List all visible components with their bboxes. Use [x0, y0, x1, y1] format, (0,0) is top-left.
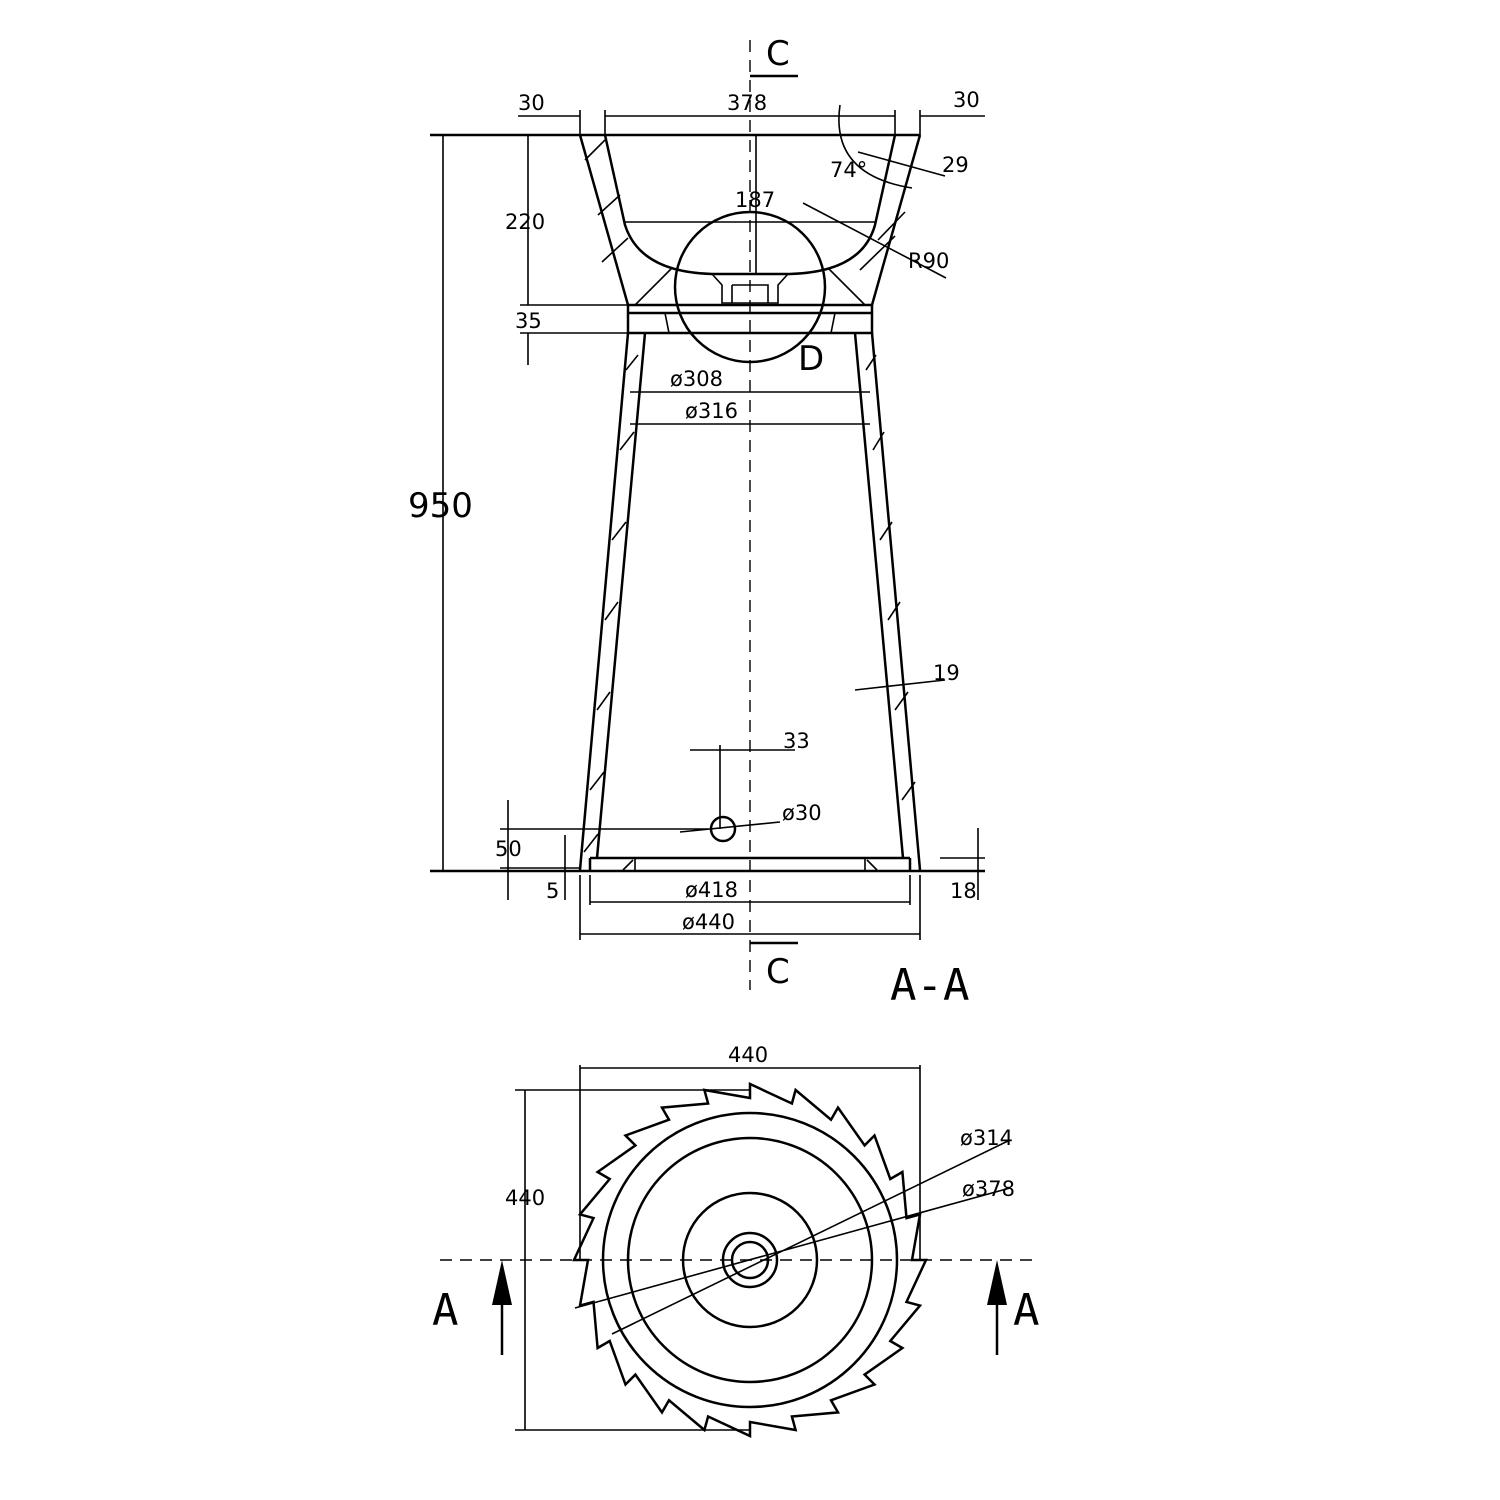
section-arrow-right [987, 1260, 1007, 1355]
dimension-lines [442, 104, 985, 940]
hatch-line [583, 833, 599, 853]
hatch-line [865, 354, 877, 371]
dim-top-width: 378 [727, 91, 767, 115]
hatch-line [901, 781, 916, 801]
dim-d308: ø308 [670, 367, 723, 391]
dim-hole-height: 50 [495, 837, 522, 861]
hatch-line [634, 267, 673, 306]
hatch-line [597, 194, 621, 216]
section-mark-bottom: C [766, 952, 790, 992]
hatch-line [859, 235, 896, 271]
drain-inner [730, 1240, 770, 1280]
drain-outer [721, 1231, 779, 1289]
dim-d440: ø440 [682, 910, 735, 934]
section-mark-top: C [766, 34, 790, 74]
dim-d316: ø316 [685, 399, 738, 423]
hatching [583, 139, 916, 853]
dim-angle: 74° [830, 158, 867, 182]
dim-radius: R90 [908, 249, 949, 273]
basin-circle [681, 1191, 819, 1329]
detail-label: D [798, 339, 824, 379]
hatch-line [596, 691, 611, 711]
hatch-line [604, 601, 619, 621]
section-arrow-left [492, 1260, 512, 1355]
dim-inner-depth: 187 [735, 188, 775, 212]
dim-hole-offset: 33 [783, 729, 810, 753]
dim-plan-width: 440 [728, 1043, 768, 1067]
dim-base-step: 5 [546, 879, 559, 903]
hatch-line [625, 354, 639, 371]
column-outline [578, 332, 922, 871]
rim-circle-378 [601, 1111, 899, 1409]
dim-d418: ø418 [685, 878, 738, 902]
hatch-line [584, 139, 606, 161]
drain [711, 273, 789, 304]
dim-rim-left: 30 [518, 91, 545, 115]
hatch-line [894, 691, 909, 711]
bowl-outline [578, 134, 922, 306]
hatch-line [601, 237, 629, 263]
hatch-line [619, 431, 635, 451]
hatch-line [827, 267, 866, 306]
bowl-circle-314 [626, 1136, 874, 1384]
detail-circle [673, 210, 827, 364]
hatch-line [877, 211, 906, 241]
section-label-right: A [1013, 1285, 1040, 1336]
hatch-line [879, 521, 893, 541]
hatch-line [589, 771, 605, 791]
ring-line [664, 312, 670, 334]
view-title: A-A [890, 960, 969, 1011]
plan-outline [572, 1082, 928, 1438]
hatch-line [872, 431, 885, 451]
dim-plan-height: 440 [505, 1186, 545, 1210]
ring-line [830, 312, 836, 334]
dim-d378: ø378 [962, 1177, 1015, 1201]
base-detail [622, 858, 878, 871]
dim-total-height: 950 [408, 486, 473, 526]
section-label-left: A [432, 1285, 459, 1336]
dim-bowl-depth: 220 [505, 210, 545, 234]
dim-ring-height: 35 [515, 309, 542, 333]
dim-rim-right: 30 [953, 88, 980, 112]
hatch-line [611, 521, 627, 541]
section-view-a-a: D C C A-A 30 378 30 74° 29 220 187 R90 3… [408, 34, 985, 1011]
dim-wall-top: 29 [942, 153, 969, 177]
dim-base-plate: 18 [950, 879, 977, 903]
plan-view: 440 440 ø314 ø378 A A [432, 1043, 1040, 1438]
dim-hole-diameter: ø30 [782, 801, 822, 825]
hatch-line [887, 601, 901, 621]
dim-d314: ø314 [960, 1126, 1013, 1150]
dim-column-wall: 19 [933, 661, 960, 685]
